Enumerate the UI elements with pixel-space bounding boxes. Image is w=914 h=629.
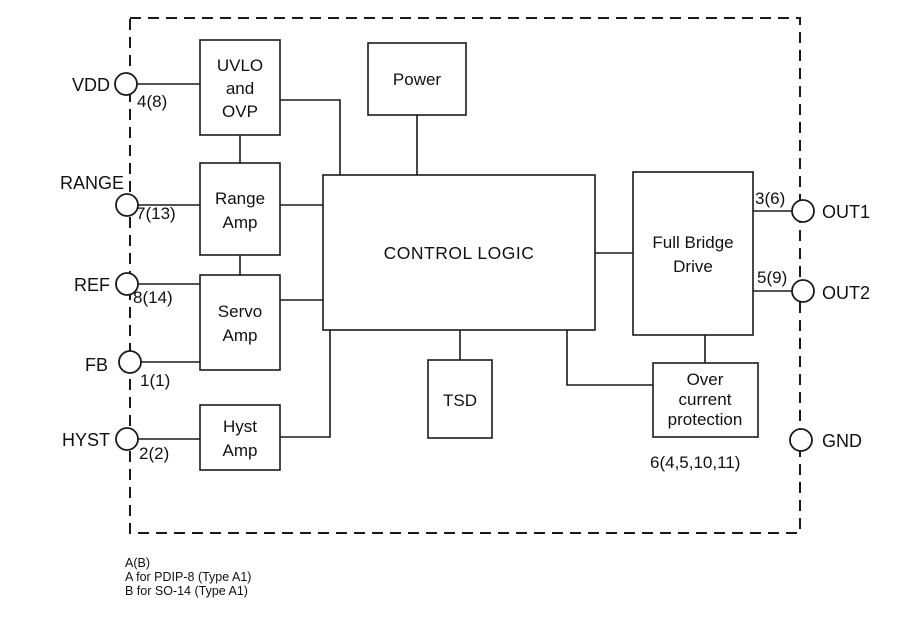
footnote-line2: A for PDIP-8 (Type A1)	[125, 570, 251, 584]
pin-number-gnd: 6(4,5,10,11)	[650, 453, 740, 472]
pin-name-fb: FB	[85, 355, 108, 375]
wire-hystamp-logic	[280, 330, 331, 438]
control-logic-label: CONTROL LOGIC	[384, 243, 535, 263]
pin-circle-range	[115, 193, 139, 217]
pin-number-range: 7(13)	[136, 204, 176, 223]
tsd-label: TSD	[443, 391, 477, 410]
footnotes: A(B) A for PDIP-8 (Type A1) B for SO-14 …	[125, 556, 251, 598]
pin-number-fb: 1(1)	[140, 371, 170, 390]
servo-amp-label-line1: Servo	[218, 302, 262, 321]
pin-circle-out2	[791, 279, 815, 303]
range-amp-label-line1: Range	[215, 189, 265, 208]
power-block	[367, 42, 467, 116]
pin-number-hyst: 2(2)	[139, 444, 169, 463]
wire-logic-ocp	[566, 330, 653, 386]
ocp-label-line2: current	[679, 390, 732, 409]
uvlo-label-line3: OVP	[222, 102, 258, 121]
full-bridge-label-line1: Full Bridge	[652, 233, 733, 252]
pin-name-out1: OUT1	[822, 202, 870, 222]
pin-name-range: RANGE	[60, 173, 124, 193]
uvlo-block	[199, 39, 281, 136]
pin-circle-out1	[791, 199, 815, 223]
hyst-amp-block	[199, 404, 281, 471]
block-labels: UVLO and OVP Power Range Amp Servo Amp H…	[215, 56, 742, 460]
pin-number-ref: 8(14)	[133, 288, 173, 307]
range-amp-block	[199, 162, 281, 256]
pin-name-vdd: VDD	[72, 75, 110, 95]
pin-name-hyst: HYST	[62, 430, 110, 450]
servo-amp-label-line2: Amp	[223, 326, 258, 345]
servo-amp-block	[199, 274, 281, 371]
ocp-block	[652, 362, 759, 438]
uvlo-label-line2: and	[226, 79, 254, 98]
hyst-amp-label-line2: Amp	[223, 441, 258, 460]
pin-names: VDD RANGE REF FB HYST OUT1 OUT2 GND	[60, 75, 870, 451]
pin-name-ref: REF	[74, 275, 110, 295]
pin-terminals	[114, 72, 815, 452]
full-bridge-block	[632, 171, 754, 336]
ocp-label-line1: Over	[687, 370, 724, 389]
ocp-label-line3: protection	[668, 410, 743, 429]
pin-name-out2: OUT2	[822, 283, 870, 303]
control-logic-block	[322, 174, 596, 331]
uvlo-label-line1: UVLO	[217, 56, 263, 75]
pin-circle-vdd	[114, 72, 138, 96]
pin-numbers: 4(8) 7(13) 8(14) 1(1) 2(2) 3(6) 5(9) 6(4…	[133, 92, 787, 472]
pin-number-out1: 3(6)	[755, 189, 785, 208]
range-amp-label-line2: Amp	[223, 213, 258, 232]
pin-number-vdd: 4(8)	[137, 92, 167, 111]
footnote-line1: A(B)	[125, 556, 150, 570]
pin-circle-ref	[115, 272, 139, 296]
footnote-line3: B for SO-14 (Type A1)	[125, 584, 248, 598]
pin-circle-hyst	[115, 427, 139, 451]
pin-circle-gnd	[789, 428, 813, 452]
tsd-block	[427, 359, 493, 439]
pin-number-out2: 5(9)	[757, 268, 787, 287]
pin-name-gnd: GND	[822, 431, 862, 451]
wire-uvlo-logic	[280, 99, 341, 175]
full-bridge-label-line2: Drive	[673, 257, 713, 276]
function-blocks	[199, 39, 759, 471]
hyst-amp-label-line1: Hyst	[223, 417, 257, 436]
connection-wires	[137, 83, 792, 440]
pin-circle-fb	[118, 350, 142, 374]
power-label: Power	[393, 70, 442, 89]
